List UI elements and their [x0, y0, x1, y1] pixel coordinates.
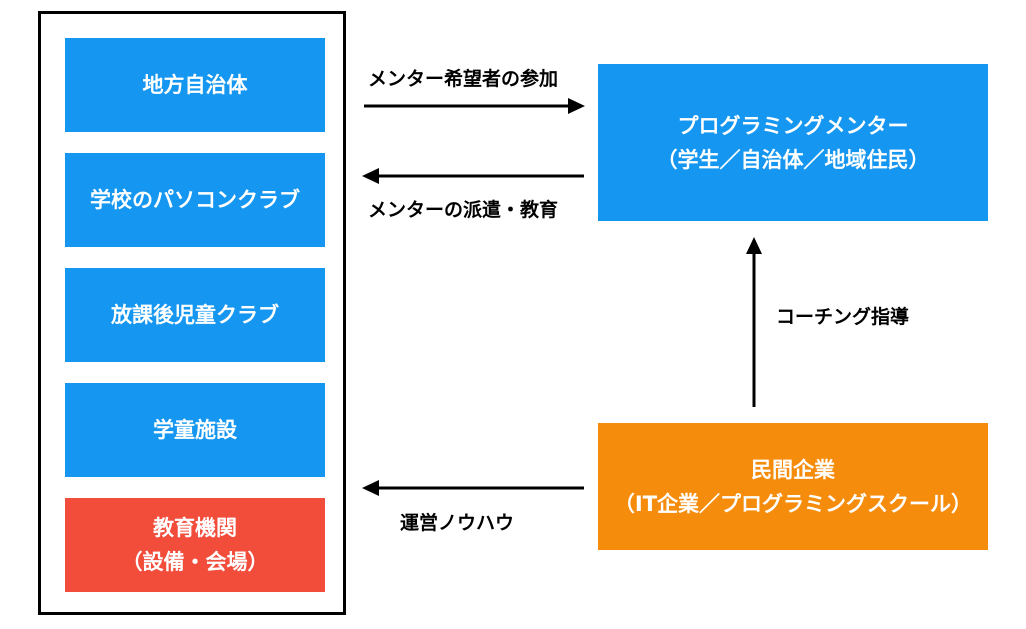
arrow-coaching [746, 237, 762, 407]
arrow-knowhow [362, 480, 584, 496]
box-private-company: 民間企業 （IT企業／プログラミングスクール） [598, 423, 988, 550]
arrow-dispatch [362, 168, 584, 184]
box-private-company-sublabel: （IT企業／プログラミングスクール） [613, 491, 973, 516]
edge-label-dispatch: メンターの派遣・教育 [368, 199, 559, 221]
edge-label-knowhow: 運営ノウハウ [400, 512, 515, 534]
box-after-school-club-label: 放課後児童クラブ [111, 303, 279, 327]
box-local-government-label: 地方自治体 [142, 73, 248, 97]
box-childcare-facility: 学童施設 [65, 383, 325, 477]
box-school-pc-club: 学校のパソコンクラブ [65, 153, 325, 247]
box-local-government: 地方自治体 [65, 38, 325, 132]
box-programming-mentor: プログラミングメンター （学生／自治体／地域住民） [598, 64, 988, 221]
stakeholder-group-frame [38, 11, 346, 615]
box-educational-institution: 教育機関 （設備・会場） [65, 498, 325, 592]
box-private-company-label: 民間企業 [751, 457, 835, 482]
box-programming-mentor-label: プログラミングメンター [677, 113, 909, 138]
box-programming-mentor-sublabel: （学生／自治体／地域住民） [656, 147, 930, 172]
box-childcare-facility-label: 学童施設 [153, 418, 237, 442]
arrow-participation [364, 98, 585, 114]
edge-label-coaching: コーチング指導 [776, 306, 910, 328]
edge-label-participation: メンター希望者の参加 [368, 68, 559, 90]
box-after-school-club: 放課後児童クラブ [65, 268, 325, 362]
box-educational-institution-sublabel: （設備・会場） [121, 550, 269, 574]
box-school-pc-club-label: 学校のパソコンクラブ [90, 188, 300, 212]
box-educational-institution-label: 教育機関 [153, 516, 237, 540]
